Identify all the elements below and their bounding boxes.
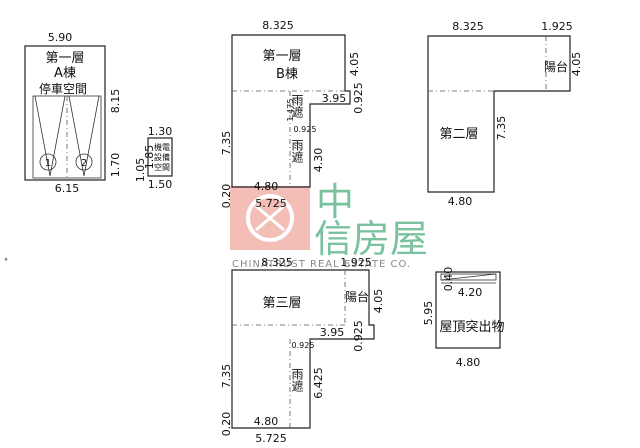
- watermark: 中 信房屋 CHINATRUST REAL ESTATE CO.: [230, 180, 428, 270]
- parking-space-1-number: 1: [45, 158, 51, 169]
- f3-bottom-inner: 4.80: [254, 415, 279, 428]
- mech-line-2: 設備: [154, 152, 170, 162]
- b-canopy-n: 0.925: [294, 125, 317, 134]
- roof-outline: [435, 271, 501, 349]
- b-step-w: 3.95: [322, 92, 347, 105]
- roof-structure: 0.40 4.20 5.95 屋頂突出物 4.80: [422, 267, 505, 369]
- f2-balcony-w: 1.925: [541, 20, 573, 33]
- f2-floor-label: 第二層: [439, 127, 478, 142]
- f3-canopy-h: 6.425: [312, 367, 325, 399]
- parking-space-1-marker: [39, 153, 57, 171]
- f3-bottom-total: 5.725: [255, 432, 287, 445]
- roof-label: 屋頂突出物: [439, 319, 504, 335]
- f3-balcony-label: 陽台: [345, 289, 369, 304]
- watermark-text-2: 信房屋: [314, 217, 428, 261]
- roof-diagonal: [440, 273, 497, 281]
- mech-top: 1.30: [148, 125, 173, 138]
- watermark-text-1: 中: [316, 180, 354, 224]
- b-bottom-small: 0.20: [220, 184, 233, 209]
- b-right-h: 4.05: [348, 52, 361, 77]
- a-use-label: 停車空間: [39, 81, 87, 96]
- f3-left-h: 7.35: [220, 364, 233, 389]
- mech-height-b: 1.05: [134, 158, 147, 183]
- b-canopy-label-2: 雨遮: [290, 139, 304, 163]
- mechanical-room: 1.30 機電 設備 空間 1.85 1.05 1.50: [134, 125, 173, 191]
- f3-step-h: 0.925: [352, 320, 365, 352]
- f3-canopy-n: 0.925: [292, 341, 315, 350]
- b-name-label: B棟: [276, 67, 298, 82]
- a-width-bottom: 6.15: [55, 182, 80, 195]
- b-outline: [231, 34, 351, 188]
- f2-height: 7.35: [495, 116, 508, 141]
- f3-outline: [231, 269, 375, 429]
- roof-top-strip: [440, 273, 497, 281]
- b-width-top: 8.325: [262, 19, 294, 32]
- f3-floor-label: 第三層: [262, 296, 301, 311]
- b-bottom-inner: 4.80: [254, 180, 279, 193]
- mech-line-1: 機電: [154, 142, 170, 152]
- a-name-label: A棟: [54, 66, 76, 81]
- f2-bottom: 4.80: [448, 195, 473, 208]
- f2-balcony-label: 陽台: [544, 59, 568, 74]
- a-side-small: 1.70: [109, 153, 122, 178]
- a-outline: [24, 45, 106, 181]
- parking-space-1-lines: [34, 95, 66, 177]
- a-width-top: 5.90: [48, 31, 73, 44]
- parking-space-2-number: 2: [81, 158, 87, 169]
- roof-height: 5.95: [422, 301, 435, 326]
- stray-mark: °: [4, 257, 8, 266]
- roof-top-h: 0.40: [442, 267, 455, 292]
- b-step-h: 0.925: [352, 82, 365, 114]
- b-canopy-w: 1.475: [286, 99, 295, 122]
- mech-height-a: 1.85: [143, 145, 156, 170]
- floor-3: 8.325 1.925 第三層 陽台 4.05 3.95 0.925 0.925…: [220, 256, 385, 445]
- f3-step-w: 3.95: [320, 326, 345, 339]
- f2-right-h: 4.05: [570, 52, 583, 77]
- f2-outline: [427, 35, 571, 193]
- f3-width-top: 8.325: [261, 256, 293, 269]
- mech-bottom: 1.50: [148, 178, 173, 191]
- b-left-h: 7.35: [220, 131, 233, 156]
- building-b: 8.325 第一層 B棟 4.05 3.95 0.925 1.475 雨遮 0.…: [220, 19, 365, 210]
- roof-bottom: 4.80: [456, 356, 481, 369]
- parking-space-2-marker: [75, 153, 93, 171]
- f3-bottom-small: 0.20: [220, 412, 233, 437]
- b-floor-label: 第一層: [262, 49, 301, 64]
- parking-space-2-lines: [68, 95, 100, 177]
- mech-outline: [147, 137, 173, 177]
- building-a: 5.90 第一層 A棟 停車空間 1 2 8.15 1.70 6.15: [24, 31, 122, 195]
- b-canopy-label-1: 雨遮: [290, 94, 304, 118]
- b-bottom-total: 5.725: [255, 197, 287, 210]
- a-height-right: 8.15: [109, 89, 122, 114]
- f3-right-h: 4.05: [372, 289, 385, 314]
- floor-2: 8.325 1.925 陽台 4.05 第二層 7.35 4.80: [427, 20, 583, 208]
- watermark-text-en: CHINATRUST REAL ESTATE CO.: [232, 259, 411, 270]
- b-canopy-h: 4.30: [312, 148, 325, 173]
- watermark-logo-mark: [255, 204, 285, 232]
- a-floor-label: 第一層: [45, 51, 84, 66]
- mech-line-3: 空間: [154, 162, 170, 172]
- f3-balcony-w: 1.925: [340, 256, 372, 269]
- roof-inner-w: 4.20: [458, 286, 483, 299]
- watermark-logo-ring: [246, 194, 294, 242]
- f2-width-top: 8.325: [452, 20, 484, 33]
- f3-canopy-label: 雨遮: [290, 368, 304, 392]
